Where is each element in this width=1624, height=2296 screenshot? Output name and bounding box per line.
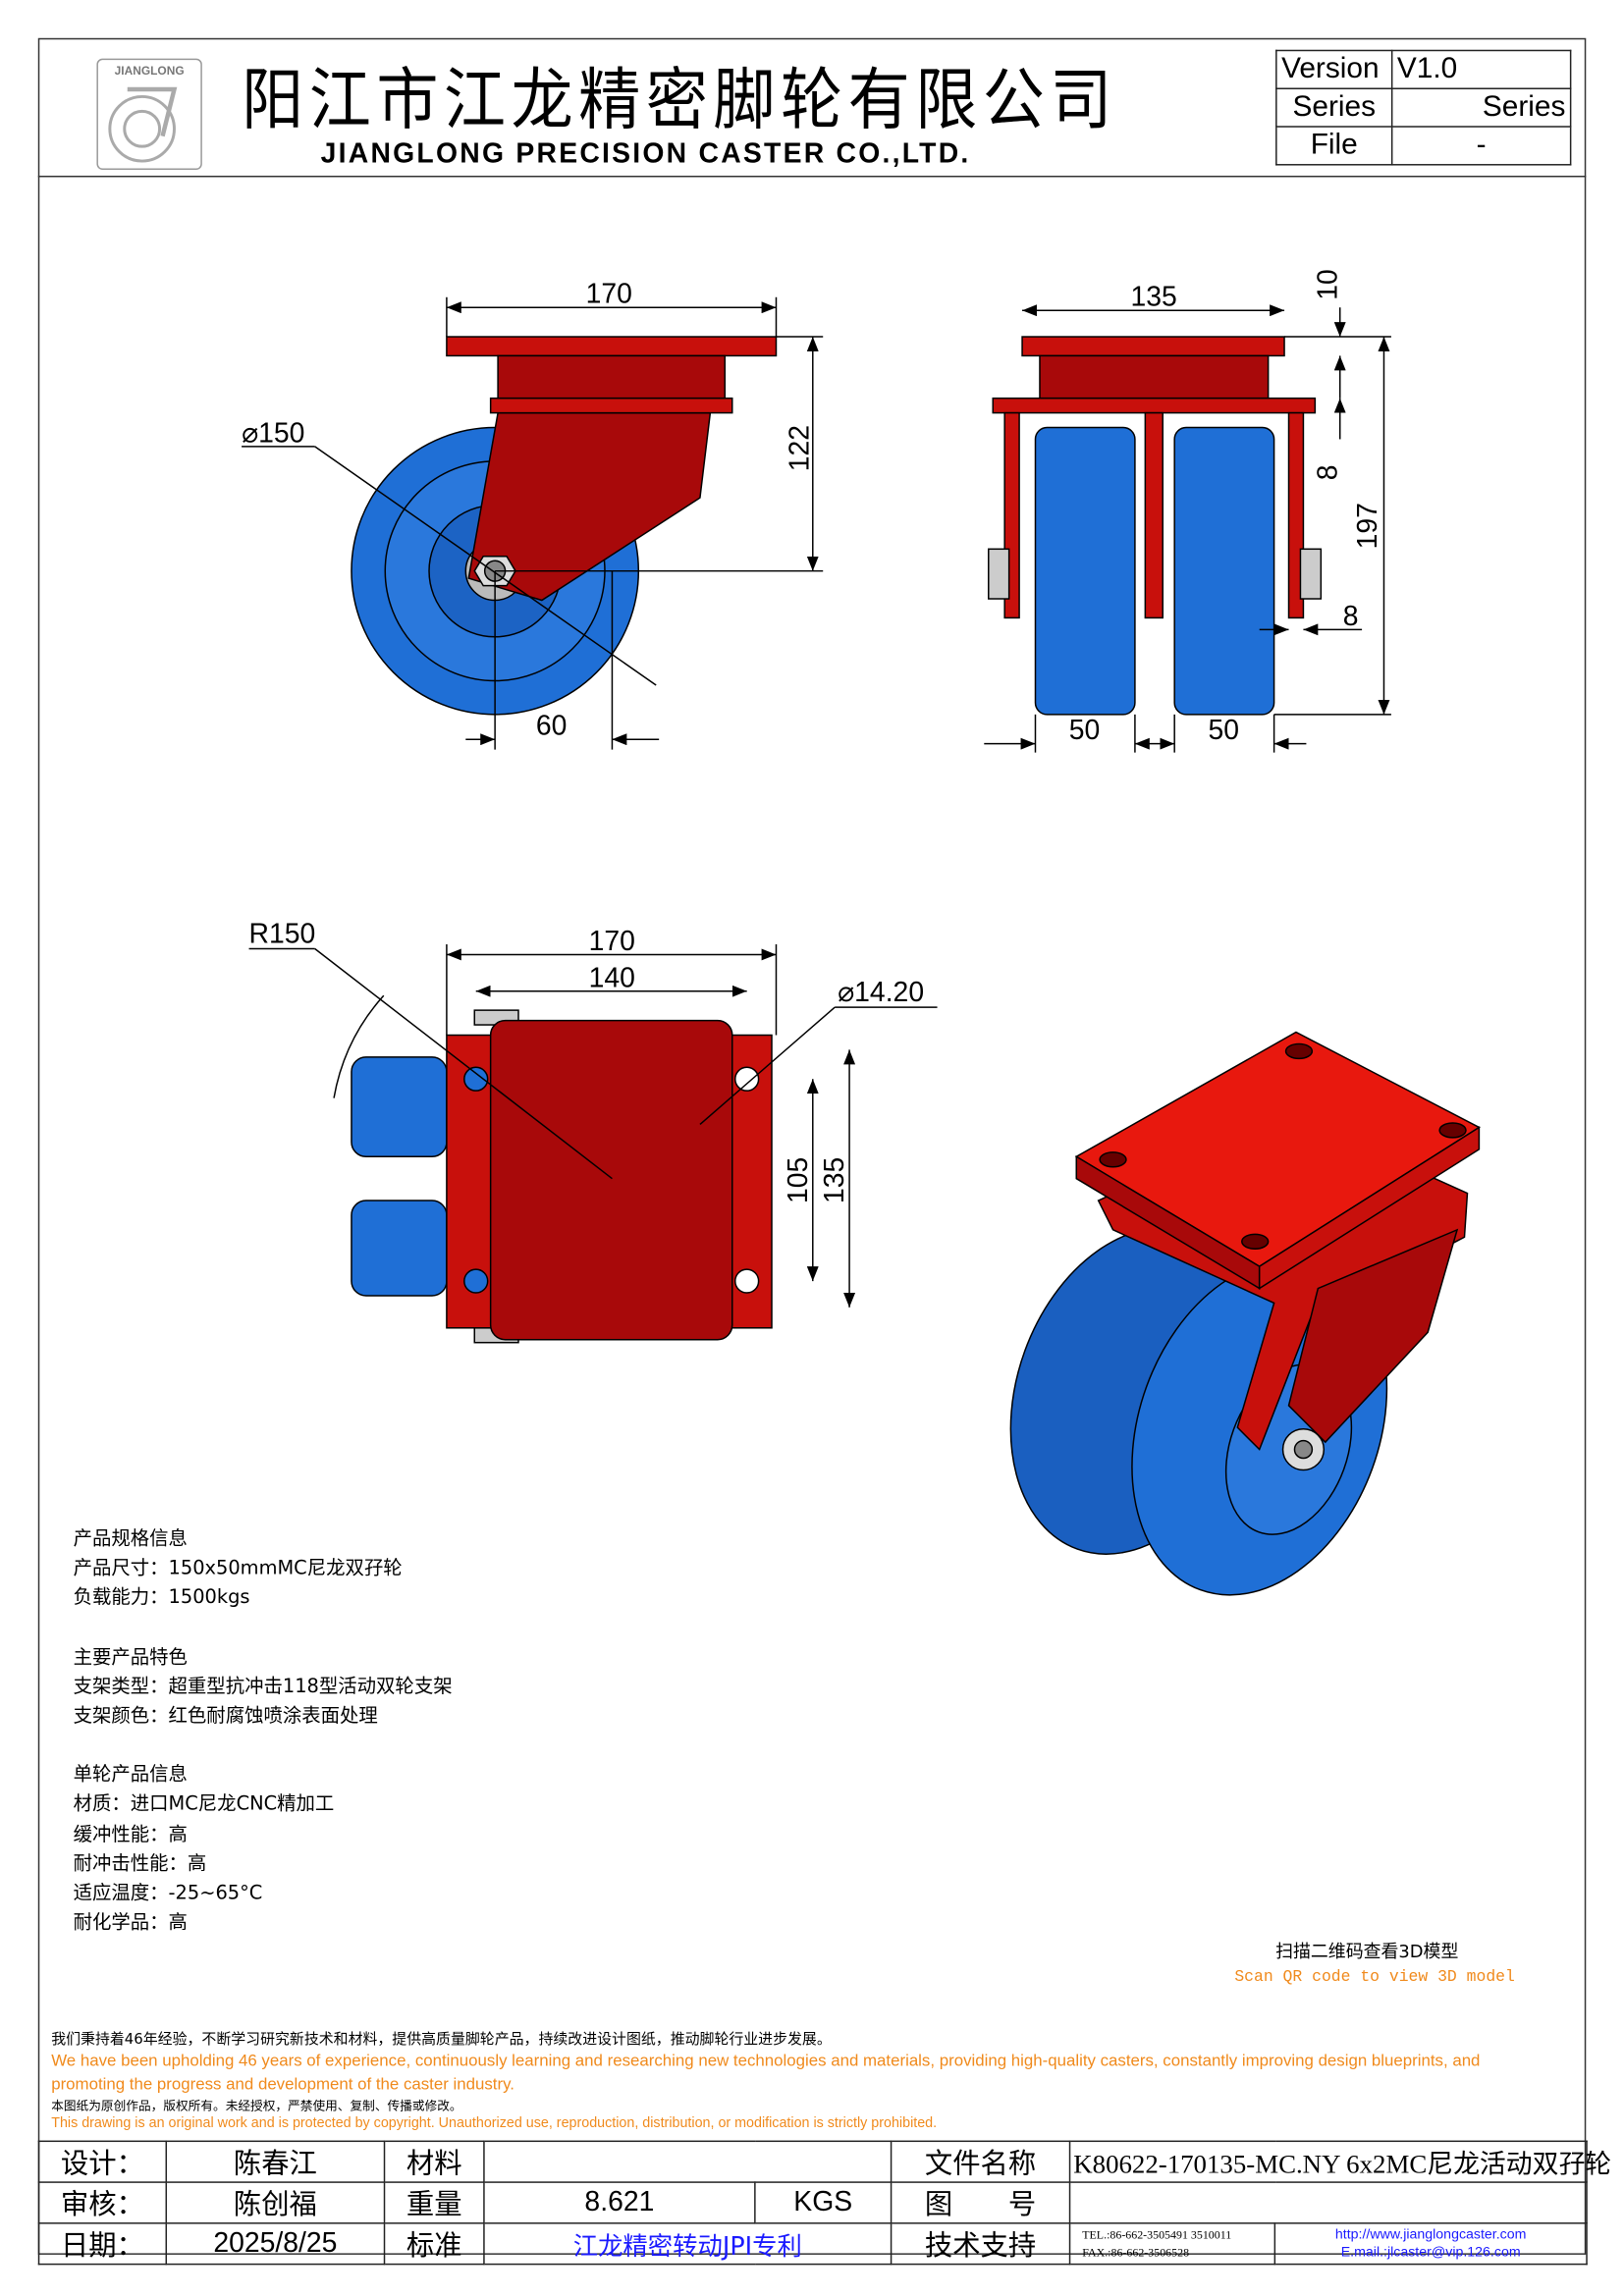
title-block: 设计： 陈春江 材料 文件名称 K80622-170135-MC.NY 6x2M… <box>37 2140 1611 2266</box>
dim-top-holes-y: 105 <box>783 1157 814 1203</box>
qr-caption-cn: 扫描二维码查看3D模型 <box>1275 1941 1459 1962</box>
standard-label: 标准 <box>383 2222 485 2266</box>
spec-chemical: 耐化学品：高 <box>73 1912 188 1935</box>
company-logo: JIANGLONG <box>96 58 202 171</box>
dim-front-width: 135 <box>1130 282 1176 313</box>
top-view <box>248 944 938 1344</box>
spec-bracket-type: 支架类型：超重型抗冲击118型活动双轮支架 <box>73 1676 453 1698</box>
drawing-no-label: 图 号 <box>890 2181 1071 2224</box>
dim-side-width: 170 <box>586 279 632 310</box>
dim-front-top: 10 <box>1313 269 1344 300</box>
dim-top-plate-y: 135 <box>819 1157 850 1203</box>
date-label: 日期： <box>37 2222 168 2266</box>
dim-front-gap: 8 <box>1313 464 1344 480</box>
dim-side-offset: 60 <box>536 711 568 742</box>
spec-bracket-color: 支架颜色：红色耐腐蚀喷涂表面处理 <box>73 1705 378 1728</box>
company-name-cn: 阳江市江龙精密脚轮有限公司 <box>242 60 1118 139</box>
spec-material: 材质：进口MC尼龙CNC精加工 <box>73 1793 335 1817</box>
fax: FAX.:86-662-3506528 <box>1082 2245 1190 2259</box>
review-label: 审核： <box>37 2181 168 2224</box>
copyright-en: This drawing is an original work and is … <box>51 2115 938 2132</box>
dim-top-holes-x: 140 <box>589 962 635 993</box>
copyright-cn: 本图纸为原创作品，版权所有。未经授权，严禁使用、复制、传播或修改。 <box>51 2099 462 2114</box>
material-label: 材料 <box>383 2140 485 2183</box>
dim-front-axle: 8 <box>1343 601 1359 632</box>
version-value: V1.0 <box>1390 49 1572 89</box>
qr-caption-en: Scan QR code to view 3D model <box>1234 1969 1515 1987</box>
design-label: 设计： <box>37 2140 168 2183</box>
spec-load: 负载能力：1500kgs <box>73 1587 250 1610</box>
series-label: Series <box>1275 87 1393 128</box>
weight-unit: KGS <box>754 2181 893 2224</box>
spec-section-title: 产品规格信息 <box>73 1528 188 1551</box>
tel: TEL.:86-662-3505491 3510011 <box>1082 2227 1232 2241</box>
caster-logo-icon <box>108 86 178 163</box>
file-value: - <box>1390 126 1572 166</box>
dim-top-plate: 170 <box>589 926 635 957</box>
drawing-no-value <box>1068 2181 1588 2224</box>
side-view <box>242 296 824 750</box>
dim-wheel-diameter: ⌀150 <box>242 417 304 449</box>
dim-front-height: 197 <box>1352 503 1383 549</box>
spec-size: 产品尺寸：150x50mmMC尼龙双孖轮 <box>73 1558 403 1580</box>
dim-wheel2-width: 50 <box>1208 715 1239 746</box>
filename-value: K80622-170135-MC.NY 6x2MC尼龙活动双孖轮 <box>1068 2140 1611 2183</box>
weight-value: 8.621 <box>483 2181 756 2224</box>
support-label: 技术支持 <box>890 2222 1071 2266</box>
review-value: 陈创福 <box>165 2181 386 2224</box>
header-divider <box>37 175 1587 178</box>
mission-cn: 我们秉持着46年经验，不断学习研究新技术和材料，提供高质量脚轮产品，持续改进设计… <box>51 2032 832 2049</box>
spec-cushion: 缓冲性能：高 <box>73 1823 188 1846</box>
design-value: 陈春江 <box>165 2140 386 2183</box>
spec-impact: 耐冲击性能：高 <box>73 1852 207 1876</box>
isometric-view <box>1009 1031 1481 1596</box>
contact-phone: TEL.:86-662-3505491 3510011 FAX.:86-662-… <box>1068 2222 1276 2266</box>
version-label: Version <box>1275 49 1393 89</box>
logo-text: JIANGLONG <box>114 64 185 79</box>
contact-web: http://www.jianglongcaster.com E.mail.:j… <box>1273 2222 1588 2266</box>
mission-en: We have been upholding 46 years of exper… <box>51 2053 1481 2094</box>
series-value: Series <box>1390 87 1572 128</box>
email-link[interactable]: E.mail.:jlcaster@vip.126.com <box>1340 2243 1521 2261</box>
dim-wheel1-width: 50 <box>1069 715 1101 746</box>
weight-label: 重量 <box>383 2181 485 2224</box>
standard-value: 江龙精密转动JPI专利 <box>483 2222 893 2266</box>
dim-top-radius: R150 <box>249 919 316 950</box>
front-view <box>984 304 1391 753</box>
date-value: 2025/8/25 <box>165 2222 386 2266</box>
product-specs: 产品规格信息 产品尺寸：150x50mmMC尼龙双孖轮 负载能力：1500kgs… <box>74 1525 453 1939</box>
spec-temperature: 适应温度：-25~65°C <box>73 1883 263 1905</box>
technical-drawings: 170 122 60 ⌀150 135 10 8 197 8 50 50 R15… <box>242 269 1481 1596</box>
company-name-en: JIANGLONG PRECISION CASTER CO.,LTD. <box>320 138 971 171</box>
filename-label: 文件名称 <box>890 2140 1071 2183</box>
spec-section-title: 单轮产品信息 <box>73 1764 188 1787</box>
website-link[interactable]: http://www.jianglongcaster.com <box>1334 2225 1527 2243</box>
spec-section-title: 主要产品特色 <box>73 1646 188 1669</box>
dim-hole-diameter: ⌀14.20 <box>838 977 924 1008</box>
dim-side-height: 122 <box>784 425 815 471</box>
material-value <box>483 2140 893 2183</box>
file-label: File <box>1275 126 1393 166</box>
